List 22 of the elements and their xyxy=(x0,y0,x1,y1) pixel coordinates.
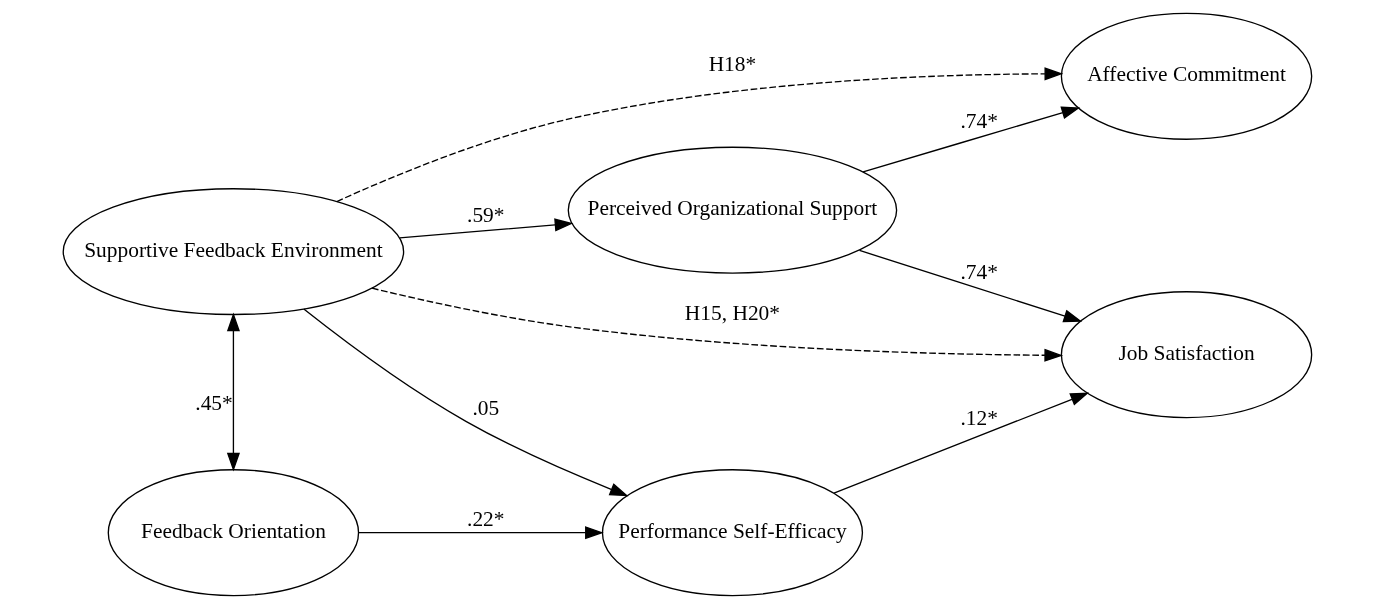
edge-label: .12* xyxy=(960,406,998,431)
arrow xyxy=(358,526,604,540)
edge-label: H18* xyxy=(708,51,757,76)
node-ellipse: Supportive Feedback Environment xyxy=(62,188,405,316)
arrow xyxy=(226,312,240,472)
edge-label: .05 xyxy=(472,395,500,420)
edge-label: .59* xyxy=(467,202,505,227)
arrow xyxy=(371,287,1064,362)
arrow xyxy=(862,106,1081,173)
edge-label: .22* xyxy=(467,506,505,531)
arrow xyxy=(336,67,1064,203)
node-ellipse: Perceived Organizational Support xyxy=(567,146,898,274)
node-ellipse: Feedback Orientation xyxy=(107,469,360,597)
edge-label: .45* xyxy=(195,390,233,415)
arrow xyxy=(833,392,1090,494)
arrow xyxy=(303,308,629,497)
edge-label: H15, H20* xyxy=(684,300,781,325)
arrow xyxy=(399,218,574,239)
node-ellipse: Performance Self-Efficacy xyxy=(601,469,864,597)
edge-label: .74* xyxy=(960,109,998,134)
arrow xyxy=(858,249,1083,323)
edge-label: .74* xyxy=(960,260,998,285)
